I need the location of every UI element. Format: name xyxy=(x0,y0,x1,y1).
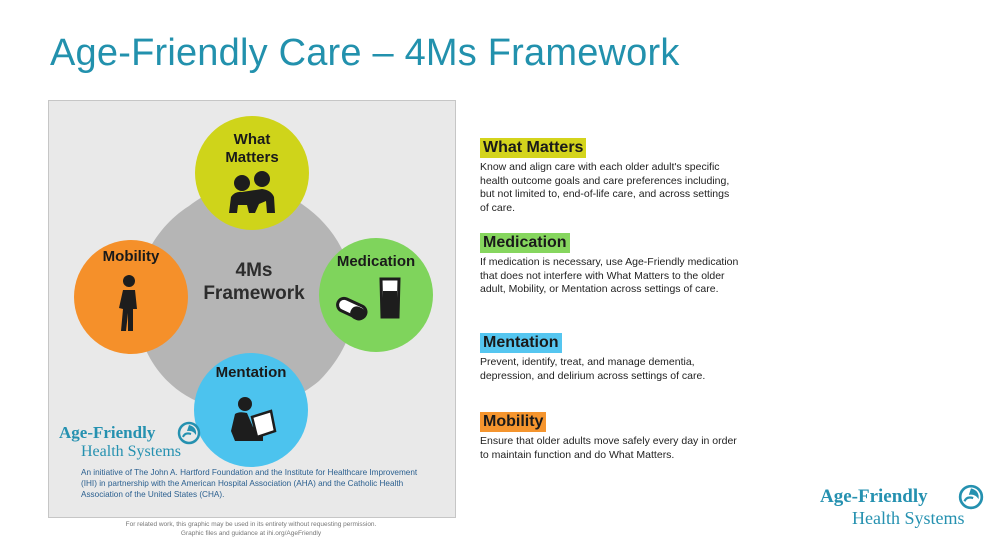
center-label: 4Ms Framework xyxy=(203,260,305,304)
medication-heading: Medication xyxy=(480,233,570,253)
diagram-graphic xyxy=(74,116,433,467)
walking-person-icon xyxy=(119,275,137,331)
center-blob xyxy=(135,180,355,410)
reading-person-icon xyxy=(231,397,277,441)
medication-label: Medication xyxy=(336,253,416,270)
mobility-text: Ensure that older adults move safely eve… xyxy=(480,435,737,461)
mentation-heading: Mentation xyxy=(480,333,562,353)
swirl-logo-icon xyxy=(177,421,201,445)
4ms-diagram: What Matters Medication Mentation Mobili… xyxy=(48,100,456,518)
what-matters-circle xyxy=(195,116,309,230)
medication-description: Medication If medication is necessary, u… xyxy=(480,233,740,297)
what-matters-description: What Matters Know and align care with ea… xyxy=(480,138,740,215)
what-matters-text: Know and align care with each older adul… xyxy=(480,161,730,214)
diagram-footnote: For related work, this graphic may be us… xyxy=(125,521,377,537)
diagram-logo: Age-Friendly Health Systems xyxy=(59,421,209,461)
brand-logo: Age-Friendly Health Systems xyxy=(820,484,984,529)
what-matters-label: What Matters xyxy=(225,131,279,166)
swirl-logo-icon xyxy=(958,484,984,510)
mobility-label: Mobility xyxy=(102,248,160,265)
mobility-description: Mobility Ensure that older adults move s… xyxy=(480,412,740,462)
pills-icon xyxy=(336,277,401,321)
mentation-label: Mentation xyxy=(215,364,287,381)
medication-circle xyxy=(319,238,433,352)
mentation-text: Prevent, identify, treat, and manage dem… xyxy=(480,356,706,382)
mobility-heading: Mobility xyxy=(480,412,547,432)
slide-title: Age-Friendly Care – 4Ms Framework xyxy=(50,32,680,74)
what-matters-heading: What Matters xyxy=(480,138,587,158)
mentation-description: Mentation Prevent, identify, treat, and … xyxy=(480,333,740,383)
medication-text: If medication is necessary, use Age-Frie… xyxy=(480,256,739,295)
initiative-text: An initiative of The John A. Hartford Fo… xyxy=(81,468,418,499)
people-icon xyxy=(229,171,275,213)
mentation-circle xyxy=(194,353,308,467)
